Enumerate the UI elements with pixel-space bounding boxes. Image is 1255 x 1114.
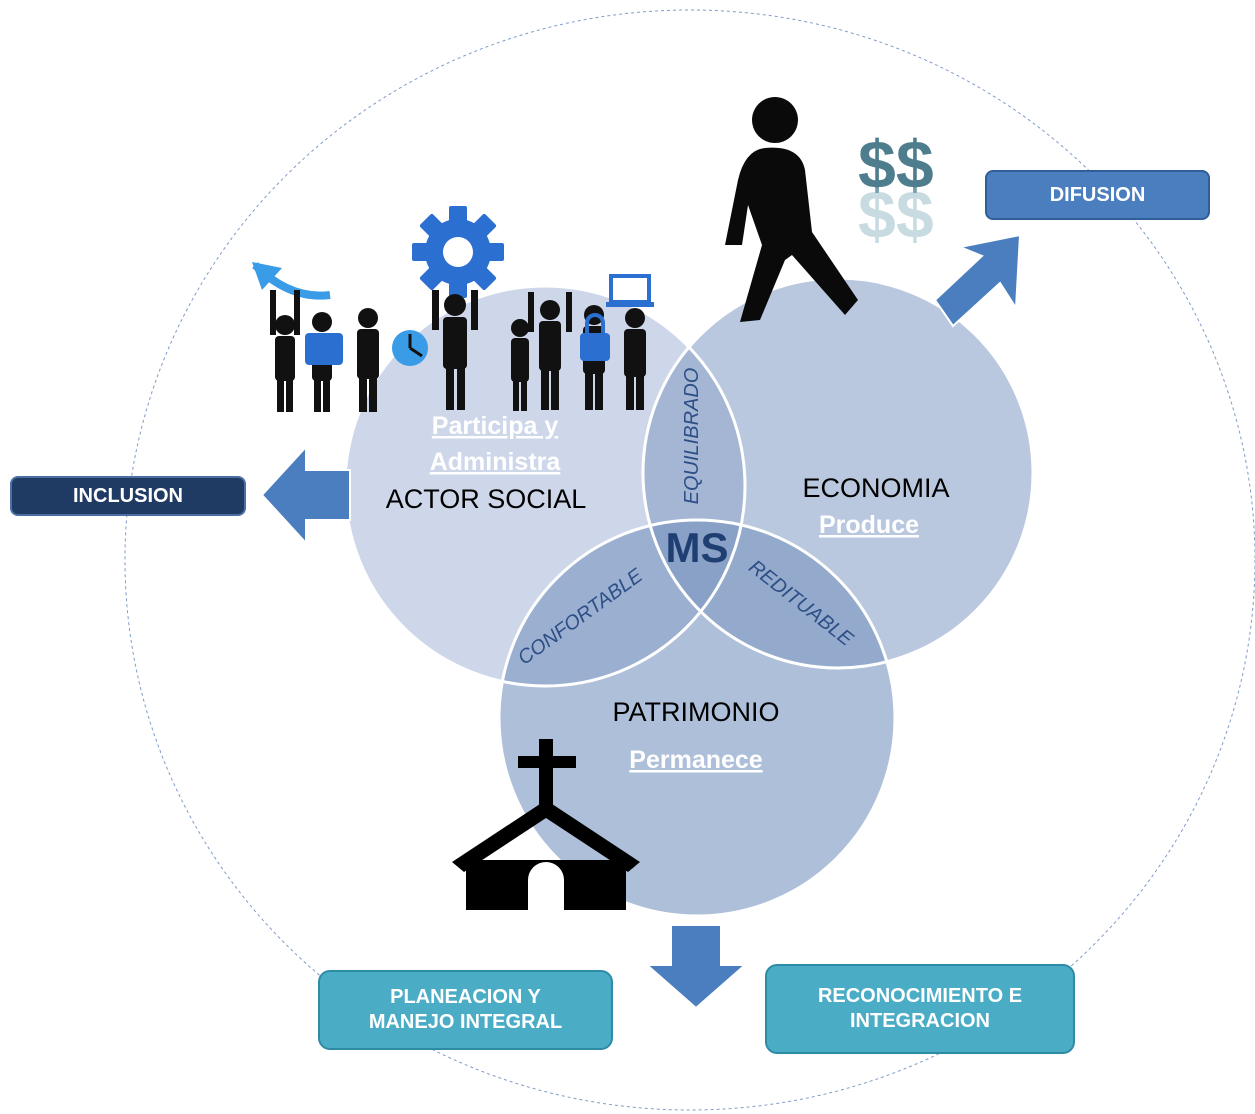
reconocimiento-label: RECONOCIMIENTO E INTEGRACION: [817, 985, 1023, 1032]
difusion-arrow: [933, 233, 1022, 328]
planeacion-box: PLANEACION Y MANEJO INTEGRAL: [318, 970, 613, 1050]
down-arrow: [644, 924, 748, 1010]
economia-verb: Produce: [819, 511, 919, 539]
difusion-box: DIFUSION: [985, 170, 1210, 220]
overlap-equilibrado: EQUILIBRADO: [681, 368, 703, 505]
walking-person-icon: [725, 97, 858, 322]
planeacion-label: PLANEACION Y MANEJO INTEGRAL: [368, 986, 563, 1033]
actor-verb-line1: Participa y: [432, 412, 559, 440]
patrimonio-title: PATRIMONIO: [613, 697, 780, 727]
difusion-label: DIFUSION: [1049, 183, 1146, 206]
actor-verb-line2: Administra: [430, 448, 562, 476]
svg-text:$$: $$: [858, 177, 934, 253]
svg-text:$$: $$: [858, 127, 934, 203]
patrimonio-circle: [499, 520, 895, 916]
reconocimiento-box: RECONOCIMIENTO E INTEGRACION: [765, 964, 1075, 1054]
dollar-sign-icon: $$ $$: [858, 127, 934, 253]
gear-icon: [412, 206, 504, 298]
economia-title: ECONOMIA: [802, 473, 949, 503]
patrimonio-verb: Permanece: [629, 746, 763, 774]
inclusion-label: INCLUSION: [73, 484, 183, 507]
actor-social-title: ACTOR SOCIAL: [386, 484, 587, 514]
inclusion-arrow: [260, 444, 351, 546]
inclusion-box: INCLUSION: [10, 476, 246, 516]
center-label: MS: [666, 524, 729, 571]
people-with-symbols-icon: [252, 262, 654, 412]
